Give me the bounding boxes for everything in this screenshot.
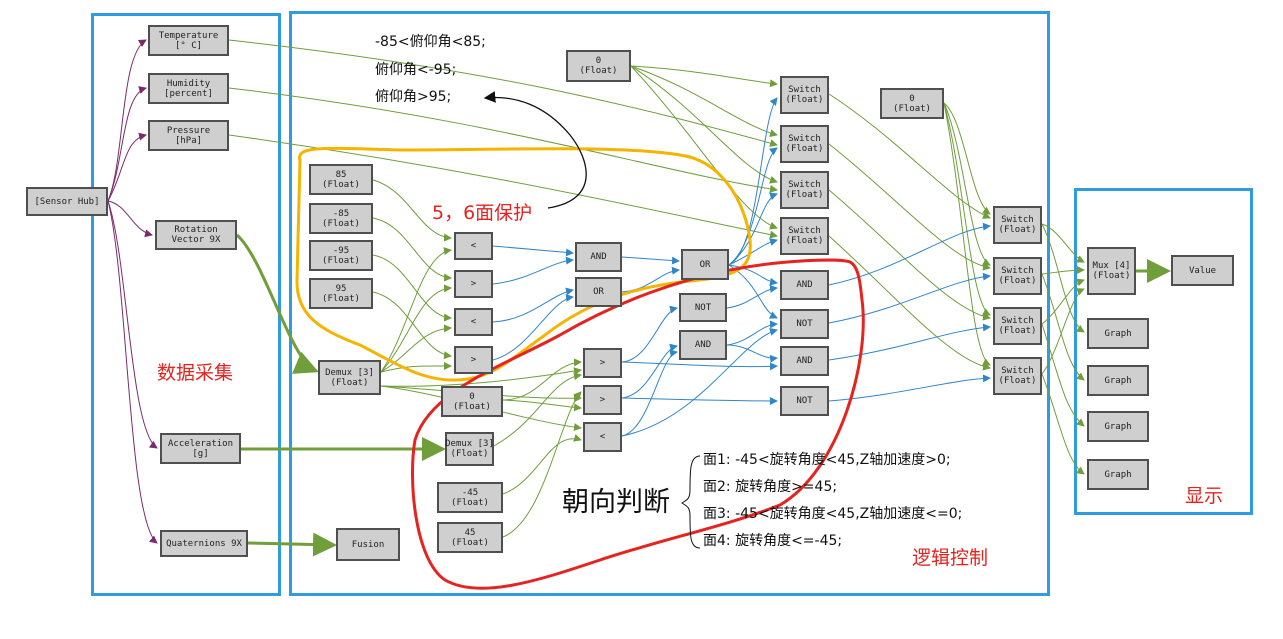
zero-c-block[interactable]: 0 (Float) (880, 88, 944, 119)
sensor-hub-block[interactable]: [Sensor Hub] (26, 187, 108, 216)
graph-4-block[interactable]: Graph (1087, 459, 1149, 490)
face-rule-1: 面1: -45<旋转角度<45,Z轴加速度>0; (703, 452, 951, 468)
compare-lt-2-block[interactable]: < (454, 308, 493, 336)
wire-hub-quaternions (107, 200, 158, 544)
region-logic (289, 11, 1050, 596)
value-block[interactable]: Value (1171, 255, 1234, 286)
const-minus85-block[interactable]: -85 (Float) (309, 203, 373, 234)
zero-b-block[interactable]: 0 (Float) (566, 50, 631, 82)
const-85-block[interactable]: 85 (Float) (309, 164, 373, 195)
face-rule-2: 面2: 旋转角度>=45; (703, 479, 838, 495)
and-1-block[interactable]: AND (575, 242, 622, 272)
wire-hub-rotation (107, 200, 153, 238)
and-4-block[interactable]: AND (780, 346, 829, 376)
face-rules-brace (681, 455, 701, 549)
graph-3-block[interactable]: Graph (1087, 411, 1149, 442)
wire-hub-pressure (107, 132, 147, 202)
switch-7-block[interactable]: Switch (Float) (993, 307, 1042, 345)
region-acquisition (91, 13, 281, 596)
const-minus95-block[interactable]: -95 (Float) (309, 240, 373, 271)
graph-2-block[interactable]: Graph (1087, 365, 1149, 396)
mux-4-block[interactable]: Mux [4] (Float) (1087, 247, 1136, 295)
or-2-block[interactable]: OR (681, 249, 729, 280)
region-display (1074, 188, 1253, 515)
compare-gt-1-block[interactable]: > (454, 270, 493, 298)
demux-3a-block[interactable]: Demux [3] (Float) (318, 360, 381, 395)
label-logic: 逻辑控制 (912, 547, 989, 569)
pitch-rule-2: 俯仰角<-95; (375, 62, 457, 78)
fusion-block[interactable]: Fusion (336, 528, 400, 561)
zero-a-block[interactable]: 0 (Float) (441, 386, 503, 417)
quaternions-block[interactable]: Quaternions 9X (160, 530, 248, 557)
not-1-block[interactable]: NOT (679, 293, 727, 322)
temperature-block[interactable]: Temperature [° C] (148, 25, 229, 56)
rotation-vector-block[interactable]: Rotation Vector 9X (155, 220, 237, 250)
or-1-block[interactable]: OR (575, 277, 622, 307)
humidity-block[interactable]: Humidity [percent] (148, 73, 229, 104)
switch-3-block[interactable]: Switch (Float) (780, 171, 829, 209)
switch-2-block[interactable]: Switch (Float) (780, 125, 829, 163)
and-2-block[interactable]: AND (679, 330, 727, 360)
switch-4-block[interactable]: Switch (Float) (780, 217, 829, 255)
pressure-block[interactable]: Pressure [hPa] (148, 120, 229, 151)
annotation-arrow (483, 91, 587, 209)
const-45-block[interactable]: 45 (Float) (437, 522, 503, 553)
label-orientation: 朝向判断 (562, 487, 670, 518)
pitch-rule-3: 俯仰角>95; (375, 89, 452, 105)
label-display: 显示 (1185, 485, 1224, 507)
compare-gt-3-block[interactable]: > (583, 348, 622, 378)
switch-1-block[interactable]: Switch (Float) (780, 76, 829, 114)
demux-3b-block[interactable]: Demux [3] (Float) (445, 432, 494, 466)
const-95-block[interactable]: 95 (Float) (309, 278, 373, 309)
switch-6-block[interactable]: Switch (Float) (993, 257, 1042, 295)
wire-hub-humidity (107, 86, 147, 202)
switch-8-block[interactable]: Switch (Float) (993, 357, 1042, 395)
and-3-block[interactable]: AND (780, 270, 829, 300)
compare-gt-2-block[interactable]: > (454, 346, 493, 374)
highlight-orientation (411, 258, 865, 590)
acceleration-block[interactable]: Acceleration [g] (160, 433, 241, 464)
not-3-block[interactable]: NOT (780, 386, 829, 416)
const-minus45-block[interactable]: -45 (Float) (437, 482, 503, 513)
face-rule-3: 面3: -45<旋转角度<45,Z轴加速度<=0; (703, 506, 963, 522)
wire-hub-acceleration (107, 200, 158, 449)
compare-lt-1-block[interactable]: < (454, 232, 493, 260)
graph-1-block[interactable]: Graph (1087, 318, 1149, 349)
not-2-block[interactable]: NOT (780, 309, 829, 339)
label-protection: 5，6面保护 (432, 202, 533, 224)
switch-5-block[interactable]: Switch (Float) (993, 206, 1042, 244)
face-rule-4: 面4: 旋转角度<=-45; (703, 533, 843, 549)
pitch-rule-1: -85<俯仰角<85; (375, 34, 486, 50)
compare-lt-3-block[interactable]: < (583, 422, 622, 452)
label-acquisition: 数据采集 (157, 362, 234, 384)
compare-gt-4-block[interactable]: > (583, 385, 622, 415)
